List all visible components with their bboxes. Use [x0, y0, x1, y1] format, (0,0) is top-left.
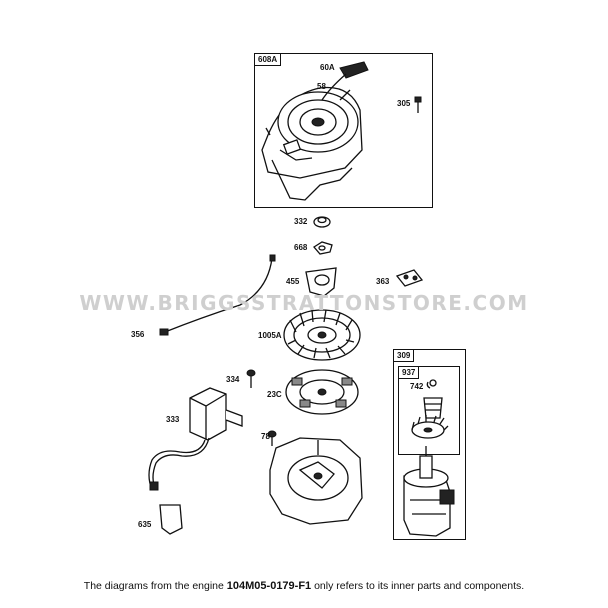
- part-label-635: 635: [138, 520, 152, 529]
- part-label-332: 332: [294, 217, 308, 226]
- ground-wire-356-drawing: [159, 254, 276, 336]
- part-label-742: 742: [410, 382, 424, 391]
- caption-suffix: only refers to its inner parts and compo…: [311, 580, 525, 592]
- part-label-455: 455: [286, 277, 300, 286]
- armature-333-drawing: [148, 387, 243, 535]
- flywheel-1005a-drawing: [283, 309, 361, 361]
- part-label-23c: 23C: [267, 390, 282, 399]
- part-label-78: 78: [261, 432, 270, 441]
- caption-prefix: The diagrams from the engine: [83, 580, 227, 592]
- part-label-60a: 60A: [320, 63, 335, 72]
- bolt-305-drawing: [414, 96, 422, 113]
- bracket-363-drawing: [395, 269, 424, 287]
- part-label-1005a: 1005A: [258, 331, 282, 340]
- rewind-starter-drawing: [261, 61, 369, 201]
- caption: The diagrams from the engine 104M05-0179…: [0, 580, 608, 592]
- box-309: 309: [393, 349, 466, 540]
- part-label-58: 58: [317, 82, 326, 91]
- watermark: WWW.BRIGGSSTRATTONSTORE.COM: [79, 291, 529, 315]
- caption-engine-model: 104M05-0179-F1: [226, 580, 312, 592]
- part-label-305: 305: [397, 99, 411, 108]
- box-608a-label: 608A: [255, 54, 282, 66]
- gear-937-drawing: [411, 379, 449, 439]
- screw-78-drawing: [267, 430, 277, 446]
- washer-668-drawing: [313, 241, 333, 255]
- box-309-label: 309: [394, 350, 415, 362]
- box-937: 937: [398, 366, 460, 455]
- part-label-356: 356: [131, 330, 145, 339]
- nut-332-drawing: [313, 216, 331, 228]
- screw-334-drawing: [246, 369, 256, 388]
- part-label-363: 363: [376, 277, 390, 286]
- housing-drawing: [269, 437, 363, 525]
- part-label-668: 668: [294, 243, 308, 252]
- box-608a: 608A: [254, 53, 433, 208]
- motor-309-drawing: [403, 446, 455, 537]
- part-label-333: 333: [166, 415, 180, 424]
- plate-23c-drawing: [285, 369, 359, 415]
- cup-455-drawing: [305, 267, 337, 297]
- part-label-334: 334: [226, 375, 240, 384]
- box-937-label: 937: [399, 367, 420, 379]
